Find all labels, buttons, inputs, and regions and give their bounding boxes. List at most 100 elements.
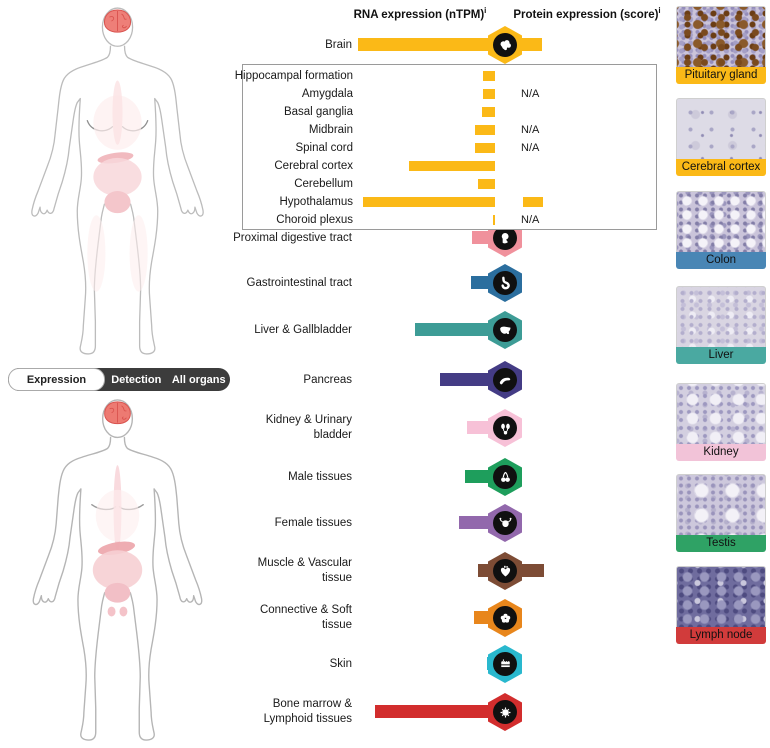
row-label-proximal-digestive-tract[interactable]: Proximal digestive tract: [233, 231, 352, 244]
pancreas-icon-hex[interactable]: [488, 361, 522, 399]
rna-expression-header: RNA expression (nTPM)i: [353, 6, 487, 21]
protein-bar[interactable]: [523, 197, 543, 207]
skin-icon-hex[interactable]: [488, 645, 522, 683]
popup-row-label[interactable]: Hypothalamus: [279, 196, 353, 208]
cerebral-cortex-histology-image[interactable]: [676, 98, 766, 160]
row-label-pancreas[interactable]: Pancreas: [303, 373, 352, 386]
row-muscle-vascular-tissue: Muscle & Vascular tissue: [0, 547, 770, 595]
female-anatomy-figure[interactable]: [15, 0, 220, 362]
rna-bar[interactable]: [475, 125, 495, 135]
thumbnail-label: Cerebral cortex: [676, 159, 766, 176]
row-female-tissues: Female tissues: [0, 499, 770, 547]
row-pancreas: Pancreas: [0, 356, 770, 404]
immune-cell-icon-hex[interactable]: [488, 693, 522, 731]
thumbnail-cerebral-cortex[interactable]: Cerebral cortex: [676, 98, 766, 176]
row-male-tissues: Male tissues: [0, 453, 770, 501]
rna-bar[interactable]: [482, 107, 495, 117]
thumbnail-kidney[interactable]: Kidney: [676, 383, 766, 461]
colon-histology-image[interactable]: [676, 191, 766, 253]
rna-bar[interactable]: [483, 89, 495, 99]
popup-row-label[interactable]: Basal ganglia: [283, 106, 353, 118]
thumbnail-testis[interactable]: Testis: [676, 474, 766, 552]
row-brain: Brain: [0, 21, 770, 69]
popup-row-label[interactable]: Choroid plexus: [276, 214, 353, 226]
skin-icon: [493, 652, 517, 676]
protein-na-value: N/A: [521, 214, 540, 226]
kidney-bladder-icon-hex[interactable]: [488, 409, 522, 447]
thumbnail-liver[interactable]: Liver: [676, 286, 766, 364]
rna-bar[interactable]: [471, 276, 493, 289]
thumbnail-label: Kidney: [676, 444, 766, 461]
rna-bar[interactable]: [475, 143, 495, 153]
rna-bar[interactable]: [465, 470, 493, 483]
row-liver-gallbladder: Liver & Gallbladder: [0, 306, 770, 354]
rna-bar[interactable]: [472, 231, 493, 244]
row-skin: Skin: [0, 640, 770, 688]
rna-bar[interactable]: [478, 179, 495, 189]
popup-row-label[interactable]: Amygdala: [301, 88, 353, 100]
testis-histology-image[interactable]: [676, 474, 766, 536]
female-reproductive-icon-hex[interactable]: [488, 504, 522, 542]
view-mode-tabs: Expression Detection All organs: [8, 368, 230, 391]
row-label-gastrointestinal-tract[interactable]: Gastrointestinal tract: [246, 276, 352, 289]
protein-bar[interactable]: [522, 564, 544, 577]
popup-row-label[interactable]: Cerebellum: [294, 178, 353, 190]
stomach-icon-hex[interactable]: [488, 264, 522, 302]
brain-icon-hex[interactable]: [488, 26, 522, 64]
row-connective-soft-tissue: Connective & Soft tissue: [0, 594, 770, 642]
heart-muscle-icon-hex[interactable]: [488, 552, 522, 590]
row-label-kidney-urinary-bladder[interactable]: Kidney & Urinary bladder: [265, 414, 352, 441]
thumbnail-pituitary-gland[interactable]: Pituitary gland: [676, 6, 766, 84]
popup-row-choroid-plexus: Choroid plexus N/A: [243, 211, 656, 229]
protein-bar[interactable]: [522, 38, 542, 51]
row-label-female-tissues[interactable]: Female tissues: [274, 516, 352, 529]
popup-row-amygdala: Amygdala N/A: [243, 85, 656, 103]
liver-histology-image[interactable]: [676, 286, 766, 348]
heart-muscle-icon: [493, 559, 517, 583]
protein-info-superscript[interactable]: i: [658, 6, 661, 15]
popup-row-spinal-cord: Spinal cord N/A: [243, 139, 656, 157]
rna-bar[interactable]: [415, 323, 493, 336]
male-anatomy-figure[interactable]: [15, 392, 220, 748]
thumbnail-colon[interactable]: Colon: [676, 191, 766, 269]
rna-bar[interactable]: [467, 421, 493, 434]
pituitary-gland-histology-image[interactable]: [676, 6, 766, 68]
tab-all-organs[interactable]: All organs: [171, 373, 226, 386]
liver-icon-hex[interactable]: [488, 311, 522, 349]
kidney-bladder-icon: [493, 416, 517, 440]
tab-expression[interactable]: Expression: [8, 368, 105, 391]
row-bone-marrow-lymphoid-tissues: Bone marrow & Lymphoid tissues: [0, 688, 770, 736]
popup-row-basal-ganglia: Basal ganglia N/A: [243, 103, 656, 121]
rna-info-superscript[interactable]: i: [484, 6, 487, 15]
thumbnail-label: Pituitary gland: [676, 67, 766, 84]
protein-na-value: N/A: [521, 142, 540, 154]
adipose-cells-icon: [493, 606, 517, 630]
row-label-male-tissues[interactable]: Male tissues: [288, 470, 352, 483]
popup-row-cerebral-cortex: Cerebral cortex N/A: [243, 157, 656, 175]
popup-row-label[interactable]: Midbrain: [308, 124, 353, 136]
rna-bar[interactable]: [358, 38, 493, 51]
thumbnail-lymph-node[interactable]: Lymph node: [676, 566, 766, 644]
row-label-brain[interactable]: Brain: [325, 38, 352, 51]
row-label-muscle-vascular-tissue[interactable]: Muscle & Vascular tissue: [257, 557, 352, 584]
row-label-bone-marrow-lymphoid-tissues[interactable]: Bone marrow & Lymphoid tissues: [263, 698, 352, 725]
popup-row-label[interactable]: Spinal cord: [295, 142, 353, 154]
rna-bar[interactable]: [492, 215, 495, 225]
rna-bar[interactable]: [483, 71, 495, 81]
rna-bar[interactable]: [363, 197, 495, 207]
kidney-histology-image[interactable]: [676, 383, 766, 445]
tab-detection[interactable]: Detection: [111, 373, 162, 386]
male-reproductive-icon-hex[interactable]: [488, 458, 522, 496]
adipose-cells-icon-hex[interactable]: [488, 599, 522, 637]
popup-row-label[interactable]: Cerebral cortex: [274, 160, 353, 172]
lymph-node-histology-image[interactable]: [676, 566, 766, 628]
row-label-connective-soft-tissue[interactable]: Connective & Soft tissue: [259, 604, 352, 631]
rna-bar[interactable]: [440, 373, 493, 386]
row-label-liver-gallbladder[interactable]: Liver & Gallbladder: [254, 323, 352, 336]
rna-bar[interactable]: [459, 516, 493, 529]
rna-bar[interactable]: [409, 161, 495, 171]
row-label-skin[interactable]: Skin: [329, 657, 352, 670]
rna-bar[interactable]: [375, 705, 493, 718]
popup-row-label[interactable]: Hippocampal formation: [234, 70, 353, 82]
